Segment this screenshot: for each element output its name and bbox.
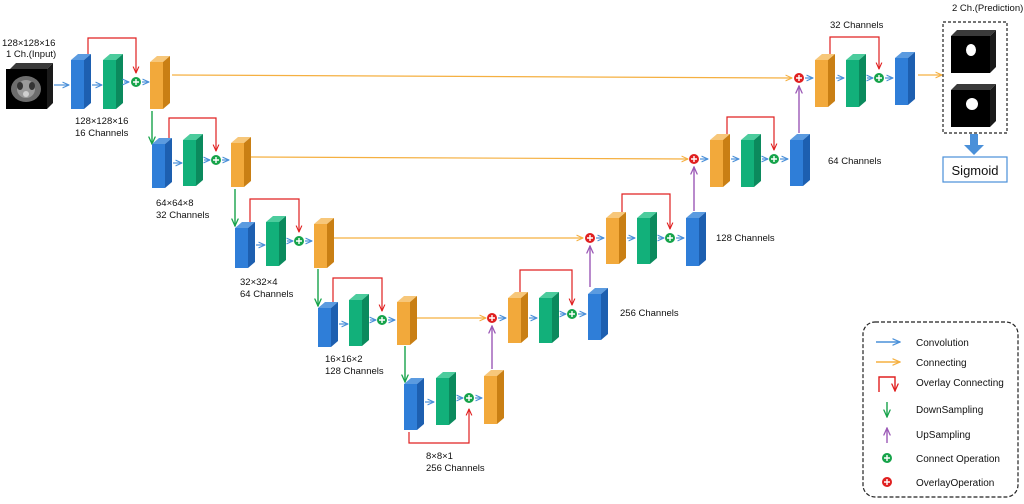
dec2-connect-op	[769, 154, 779, 164]
enc4-size-label: 16×16×2	[325, 354, 363, 365]
enc1-conv-block	[71, 54, 91, 109]
dec3-feature-block	[606, 212, 626, 264]
overlay-connecting-arrow	[408, 409, 469, 444]
overlay-connecting-arrow	[249, 198, 299, 232]
dec2-conv-block	[790, 134, 810, 186]
legend-overlay-operation-label: OverlayOperation	[916, 478, 994, 489]
sigmoid-box	[942, 156, 1008, 183]
legend-overlay-connecting-icon	[878, 376, 895, 392]
enc1-norm-block	[103, 54, 123, 109]
input-image	[6, 63, 53, 109]
dec1-norm-block	[846, 54, 866, 107]
overlay-connecting-arrow	[726, 116, 774, 150]
overlay-connecting-arrow	[87, 37, 136, 73]
legend-overlay-operation-icon	[882, 477, 892, 487]
dec1-conv-block	[895, 52, 915, 105]
overlay-connecting-arrow	[829, 36, 879, 69]
dec4-feature-block	[508, 292, 528, 343]
enc2-norm-block	[183, 134, 203, 186]
dec2-overlay-op	[689, 154, 699, 164]
prediction-mask-1	[951, 30, 996, 73]
enc2-conv-block	[152, 138, 172, 188]
enc2-connect-op	[211, 155, 221, 165]
overlay-connecting-arrow	[621, 193, 670, 229]
legend: Convolution Connecting Overlay Connectin…	[862, 321, 1019, 498]
dec4-conv-block	[588, 288, 608, 340]
legend-connect-operation-icon	[882, 453, 892, 463]
dec4-norm-block	[539, 292, 559, 343]
bottleneck-size-label: 8×8×1	[426, 451, 453, 462]
dec1-overlay-op	[794, 73, 804, 83]
enc2-feature-block	[231, 137, 251, 187]
bottleneck-connect-op	[464, 393, 474, 403]
dec3-connect-op	[665, 233, 675, 243]
legend-box	[862, 321, 1019, 498]
dec4-overlay-op	[487, 313, 497, 323]
dec2-feature-block	[710, 134, 730, 187]
enc3-conv-block	[235, 222, 255, 268]
enc4-channels-label: 128 Channels	[325, 366, 384, 377]
enc3-size-label: 32×32×4	[240, 277, 278, 288]
dec3-conv-block	[686, 212, 706, 266]
legend-connecting-label: Connecting	[916, 358, 967, 369]
dec2-channels-label: 64 Channels	[828, 156, 882, 167]
bottleneck-conv-block	[404, 378, 424, 430]
enc4-conv-block	[318, 302, 338, 347]
enc1-size-label: 128×128×16	[75, 116, 128, 127]
dec2-norm-block	[741, 134, 761, 187]
enc1-channels-label: 16 Channels	[75, 128, 129, 139]
bottleneck-feature-block	[484, 370, 504, 424]
bottleneck-norm-block	[436, 372, 456, 425]
dec1-feature-block	[815, 54, 835, 107]
dec1-channels-label: 32 Channels	[830, 20, 884, 31]
prediction-mask-2	[951, 84, 996, 127]
sigmoid-label: Sigmoid	[952, 163, 999, 178]
enc4-feature-block	[397, 296, 417, 345]
input-channels-label: 1 Ch.(Input)	[6, 49, 56, 60]
bottleneck-channels-label: 256 Channels	[426, 463, 485, 474]
input-size-label: 128×128×16	[2, 38, 55, 49]
legend-convolution-label: Convolution	[916, 338, 969, 349]
enc3-connect-op	[294, 236, 304, 246]
dec1-connect-op	[874, 73, 884, 83]
skip-line-level1	[171, 74, 792, 78]
prediction-label: 2 Ch.(Prediction)	[952, 3, 1023, 14]
dec4-channels-label: 256 Channels	[620, 308, 679, 319]
dec3-overlay-op	[585, 233, 595, 243]
enc3-norm-block	[266, 216, 286, 266]
enc2-size-label: 64×64×8	[156, 198, 194, 209]
overlay-connecting-arrow	[519, 269, 572, 305]
skip-connections	[171, 74, 942, 318]
skip-line-level2	[249, 157, 688, 159]
legend-upsampling-label: UpSampling	[916, 430, 970, 441]
dec4-connect-op	[567, 309, 577, 319]
enc4-norm-block	[349, 294, 369, 346]
enc1-feature-block	[150, 56, 170, 109]
overlay-connecting-arrow	[168, 117, 216, 151]
legend-downsampling-label: DownSampling	[916, 405, 983, 416]
enc3-channels-label: 64 Channels	[240, 289, 294, 300]
legend-connect-operation-label: Connect Operation	[916, 454, 1000, 465]
dec3-norm-block	[637, 212, 657, 264]
enc4-connect-op	[377, 315, 387, 325]
overlay-connecting-arrow	[332, 277, 382, 311]
sigmoid-down-arrow	[964, 134, 984, 155]
enc1-connect-op	[131, 77, 141, 87]
legend-overlay-connecting-label: Overlay Connecting	[916, 378, 1004, 389]
prediction-box	[942, 21, 1008, 134]
dec3-channels-label: 128 Channels	[716, 233, 775, 244]
enc2-channels-label: 32 Channels	[156, 210, 210, 221]
enc3-feature-block	[314, 218, 334, 268]
